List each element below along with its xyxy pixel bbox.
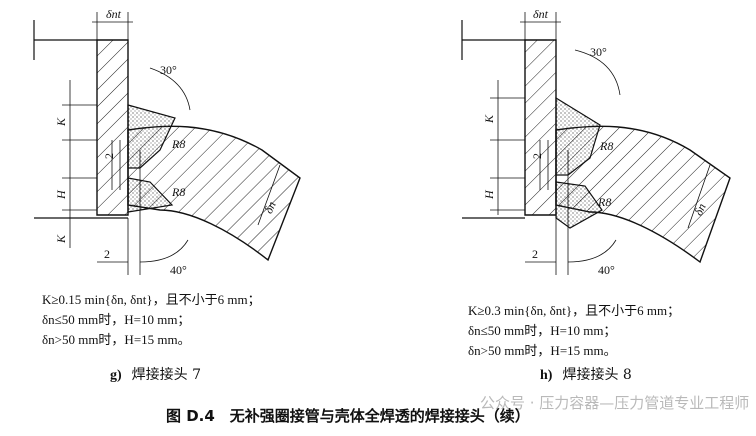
watermark: 公众号 · 压力容器—压力管道专业工程师 <box>480 394 750 412</box>
detail-g-labels: δnt K H K 2 R8 R8 30° 40° 2 δn <box>54 7 279 277</box>
caption-h-label: h) <box>540 368 553 383</box>
label-thickness-nozzle-h: δnt <box>533 7 549 21</box>
note-right-2: δn≤50 mm时，H=10 mm； <box>468 323 617 338</box>
label-angle-30-g: 30° <box>160 63 177 77</box>
label-h-g: H <box>54 189 68 200</box>
note-left-2: δn≤50 mm时，H=10 mm； <box>42 312 191 327</box>
nozzle-wall-g <box>96 39 129 216</box>
label-gap-h: 2 <box>530 153 544 159</box>
weld-lower-h <box>555 181 603 229</box>
label-k-lower-g: K <box>54 234 68 244</box>
caption-g-text: 焊接接头 7 <box>131 367 202 383</box>
label-shell-thickness-g: δn <box>261 199 279 215</box>
label-angle-40-g: 40° <box>170 263 187 277</box>
label-r8-lower-g: R8 <box>171 185 185 199</box>
note-right-3: δn>50 mm时，H=15 mm。 <box>468 343 617 358</box>
weld-upper-h <box>555 96 601 176</box>
label-bottom-gap-h: 2 <box>532 247 538 261</box>
label-thickness-nozzle-g: δnt <box>106 7 122 21</box>
label-k-upper-g: K <box>54 117 68 127</box>
label-angle-30-h: 30° <box>590 45 607 59</box>
caption-h: h) 焊接接头 8 <box>540 364 632 384</box>
note-left-1: K≥0.15 min{δn, δnt}，且不小于6 mm； <box>42 292 261 307</box>
nozzle-wall-h <box>524 39 557 216</box>
caption-h-text: 焊接接头 8 <box>562 367 632 383</box>
label-r8-upper-h: R8 <box>599 139 613 153</box>
label-k-upper-h: K <box>482 114 496 124</box>
weld-lower-g <box>127 177 174 213</box>
label-r8-upper-g: R8 <box>171 137 185 151</box>
detail-h-labels: δnt K H 2 R8 R8 30° 40° 2 δn <box>482 7 709 277</box>
caption-g: g) 焊接接头 7 <box>110 364 201 384</box>
note-left-3: δn>50 mm时，H=15 mm。 <box>42 332 191 347</box>
note-right-1: K≥0.3 min{δn, δnt}，且不小于6 mm； <box>468 303 681 318</box>
label-gap-g: 2 <box>102 153 116 159</box>
caption-g-label: g) <box>110 368 122 383</box>
label-angle-40-h: 40° <box>598 263 615 277</box>
detail-h <box>461 12 731 275</box>
label-r8-lower-h: R8 <box>597 195 611 209</box>
label-shell-thickness-h: δn <box>691 201 709 217</box>
label-bottom-gap-g: 2 <box>104 247 110 261</box>
figure-caption: 图 D.4 无补强圈接管与壳体全焊透的焊接接头（续） <box>166 407 530 425</box>
label-h-h: H <box>482 189 496 200</box>
detail-g <box>33 12 301 275</box>
